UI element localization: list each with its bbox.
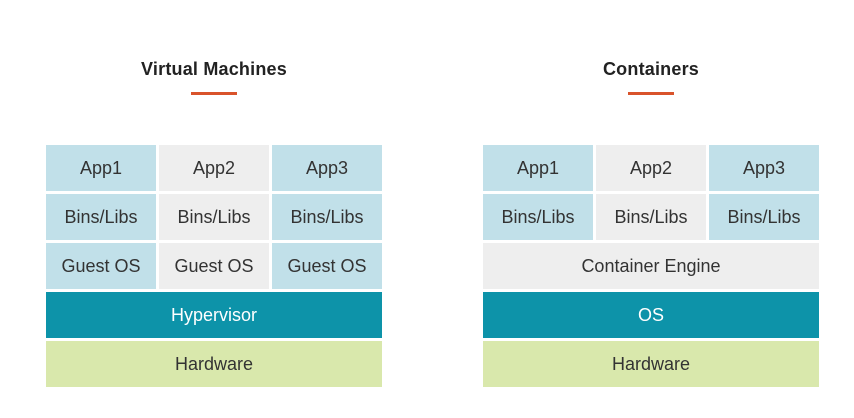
vm-bins-libs-cell-2: Bins/Libs [159, 194, 269, 240]
vm-guest-os-row: Guest OS Guest OS Guest OS [46, 243, 382, 289]
vm-guest-os-cell-3: Guest OS [272, 243, 382, 289]
containers-bins-libs-cell-1: Bins/Libs [483, 194, 593, 240]
vm-bins-libs-cell-3: Bins/Libs [272, 194, 382, 240]
container-engine-layer: Container Engine [483, 243, 819, 289]
containers-os-row: OS [483, 292, 819, 338]
containers-title: Containers [602, 59, 700, 79]
vm-title: Virtual Machines [141, 59, 287, 79]
hypervisor-layer: Hypervisor [46, 292, 382, 338]
vm-bins-row: Bins/Libs Bins/Libs Bins/Libs [46, 194, 382, 240]
vm-hardware-row: Hardware [46, 341, 382, 387]
containers-app-row: App1 App2 App3 [483, 145, 819, 191]
containers-hardware-layer: Hardware [483, 341, 819, 387]
vm-guest-os-cell-2: Guest OS [159, 243, 269, 289]
vm-app2-cell: App2 [159, 145, 269, 191]
container-engine-row: Container Engine [483, 243, 819, 289]
containers-app2-cell: App2 [596, 145, 706, 191]
vm-bins-libs-cell-1: Bins/Libs [46, 194, 156, 240]
containers-hardware-row: Hardware [483, 341, 819, 387]
containers-bins-libs-cell-3: Bins/Libs [709, 194, 819, 240]
containers-bins-row: Bins/Libs Bins/Libs Bins/Libs [483, 194, 819, 240]
containers-bins-libs-cell-2: Bins/Libs [596, 194, 706, 240]
containers-app3-cell: App3 [709, 145, 819, 191]
containers-stack: App1 App2 App3 Bins/Libs Bins/Libs Bins/… [483, 145, 819, 390]
vm-guest-os-cell-1: Guest OS [46, 243, 156, 289]
containers-title-underline [628, 92, 674, 95]
vm-app-row: App1 App2 App3 [46, 145, 382, 191]
containers-app1-cell: App1 [483, 145, 593, 191]
os-layer: OS [483, 292, 819, 338]
vm-title-underline [191, 92, 237, 95]
vm-stack: App1 App2 App3 Bins/Libs Bins/Libs Bins/… [46, 145, 382, 390]
vm-hypervisor-row: Hypervisor [46, 292, 382, 338]
vm-app3-cell: App3 [272, 145, 382, 191]
vm-app1-cell: App1 [46, 145, 156, 191]
vm-hardware-layer: Hardware [46, 341, 382, 387]
